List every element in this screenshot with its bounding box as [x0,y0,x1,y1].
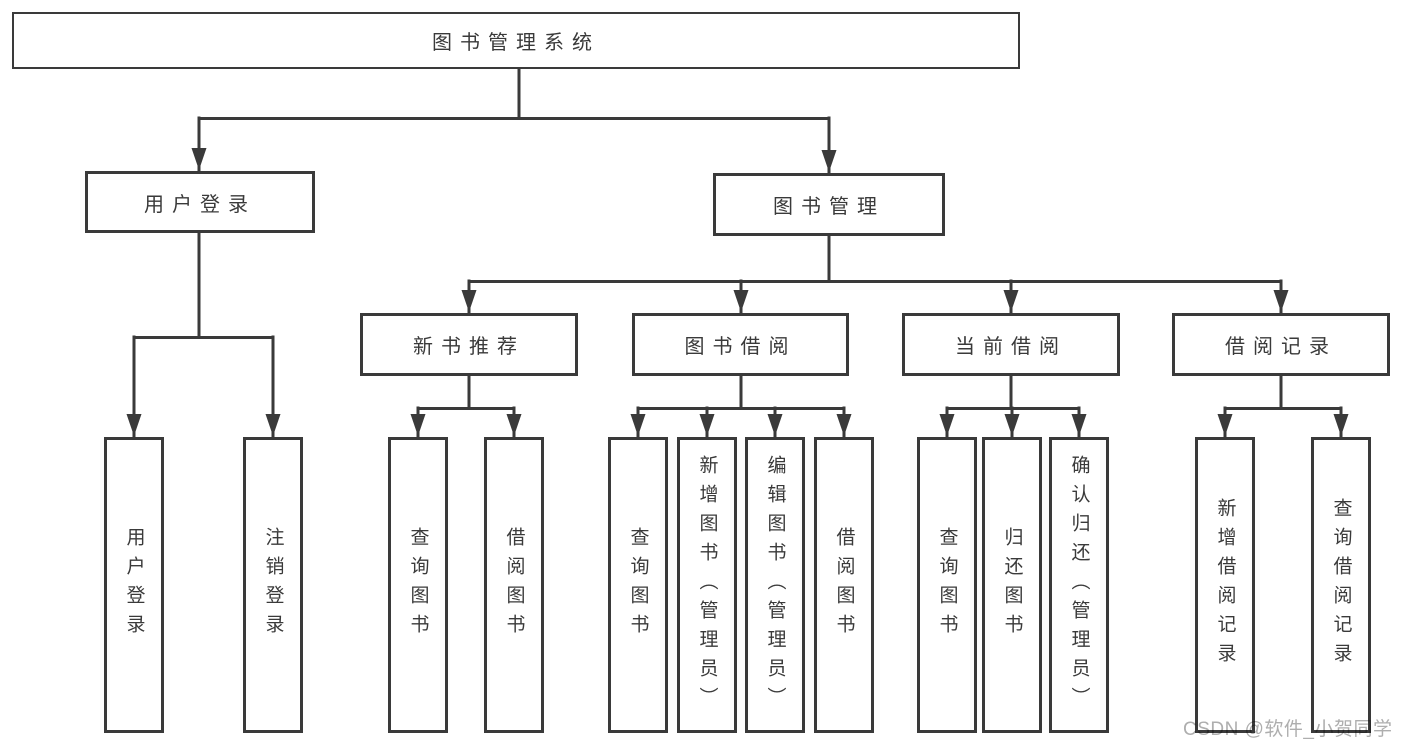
leaf-query-books-2-label: 查询图书 [627,527,649,643]
node-new-book-recommend-label: 新书推荐 [413,336,525,358]
connector-new-book-recommend-to-leaves [410,374,522,438]
node-new-book-recommend: 新书推荐 [360,313,578,376]
leaf-add-borrow-record-label: 新增借阅记录 [1214,498,1236,672]
leaf-borrow-books-1-label: 借阅图书 [503,527,525,643]
leaf-query-books-1: 查询图书 [388,437,448,733]
connector-current-borrowing-to-leaves [939,374,1087,438]
node-user-login-label: 用户登录 [144,193,256,216]
watermark: CSDN @软件_小贺同学 [1183,719,1393,740]
leaf-edit-books-admin-label: 编辑图书（管理员） [764,454,786,716]
leaf-query-books-1-label: 查询图书 [407,527,429,643]
connector-book-management-to-level3 [461,234,1289,314]
leaf-confirm-return-admin-label: 确认归还（管理员） [1068,454,1090,716]
leaf-query-books-3: 查询图书 [917,437,977,733]
connector-root-to-level2 [191,67,837,174]
leaf-query-books-2: 查询图书 [608,437,668,733]
leaf-return-books: 归还图书 [982,437,1042,733]
node-current-borrowing: 当前借阅 [902,313,1120,376]
leaf-add-books-admin: 新增图书（管理员） [677,437,737,733]
node-root-label: 图书管理系统 [432,32,600,54]
leaf-query-books-3-label: 查询图书 [936,527,958,643]
node-root: 图书管理系统 [12,12,1020,69]
leaf-query-borrow-record: 查询借阅记录 [1311,437,1371,733]
leaf-borrow-books-1: 借阅图书 [484,437,544,733]
leaf-query-borrow-record-label: 查询借阅记录 [1330,498,1352,672]
leaf-borrow-books-2: 借阅图书 [814,437,874,733]
leaf-return-books-label: 归还图书 [1001,527,1023,643]
leaf-logout-label: 注销登录 [262,527,284,643]
leaf-borrow-books-2-label: 借阅图书 [833,527,855,643]
leaf-user-login: 用户登录 [104,437,164,733]
node-user-login: 用户登录 [85,171,315,233]
connector-user-login-to-leaves [126,231,281,438]
connector-borrowing-records-to-leaves [1217,374,1349,438]
node-current-borrowing-label: 当前借阅 [955,336,1067,358]
node-borrowing-records: 借阅记录 [1172,313,1390,376]
connector-book-borrowing-to-leaves [630,374,852,438]
node-book-borrowing-label: 图书借阅 [684,336,797,358]
leaf-edit-books-admin: 编辑图书（管理员） [745,437,805,733]
leaf-add-borrow-record: 新增借阅记录 [1195,437,1255,733]
leaf-logout: 注销登录 [243,437,303,733]
leaf-user-login-label: 用户登录 [123,527,145,643]
node-book-management: 图书管理 [713,173,945,236]
node-book-management-label: 图书管理 [773,196,885,218]
node-borrowing-records-label: 借阅记录 [1225,336,1337,358]
node-book-borrowing: 图书借阅 [632,313,849,376]
leaf-add-books-admin-label: 新增图书（管理员） [696,454,718,716]
leaf-confirm-return-admin: 确认归还（管理员） [1049,437,1109,733]
